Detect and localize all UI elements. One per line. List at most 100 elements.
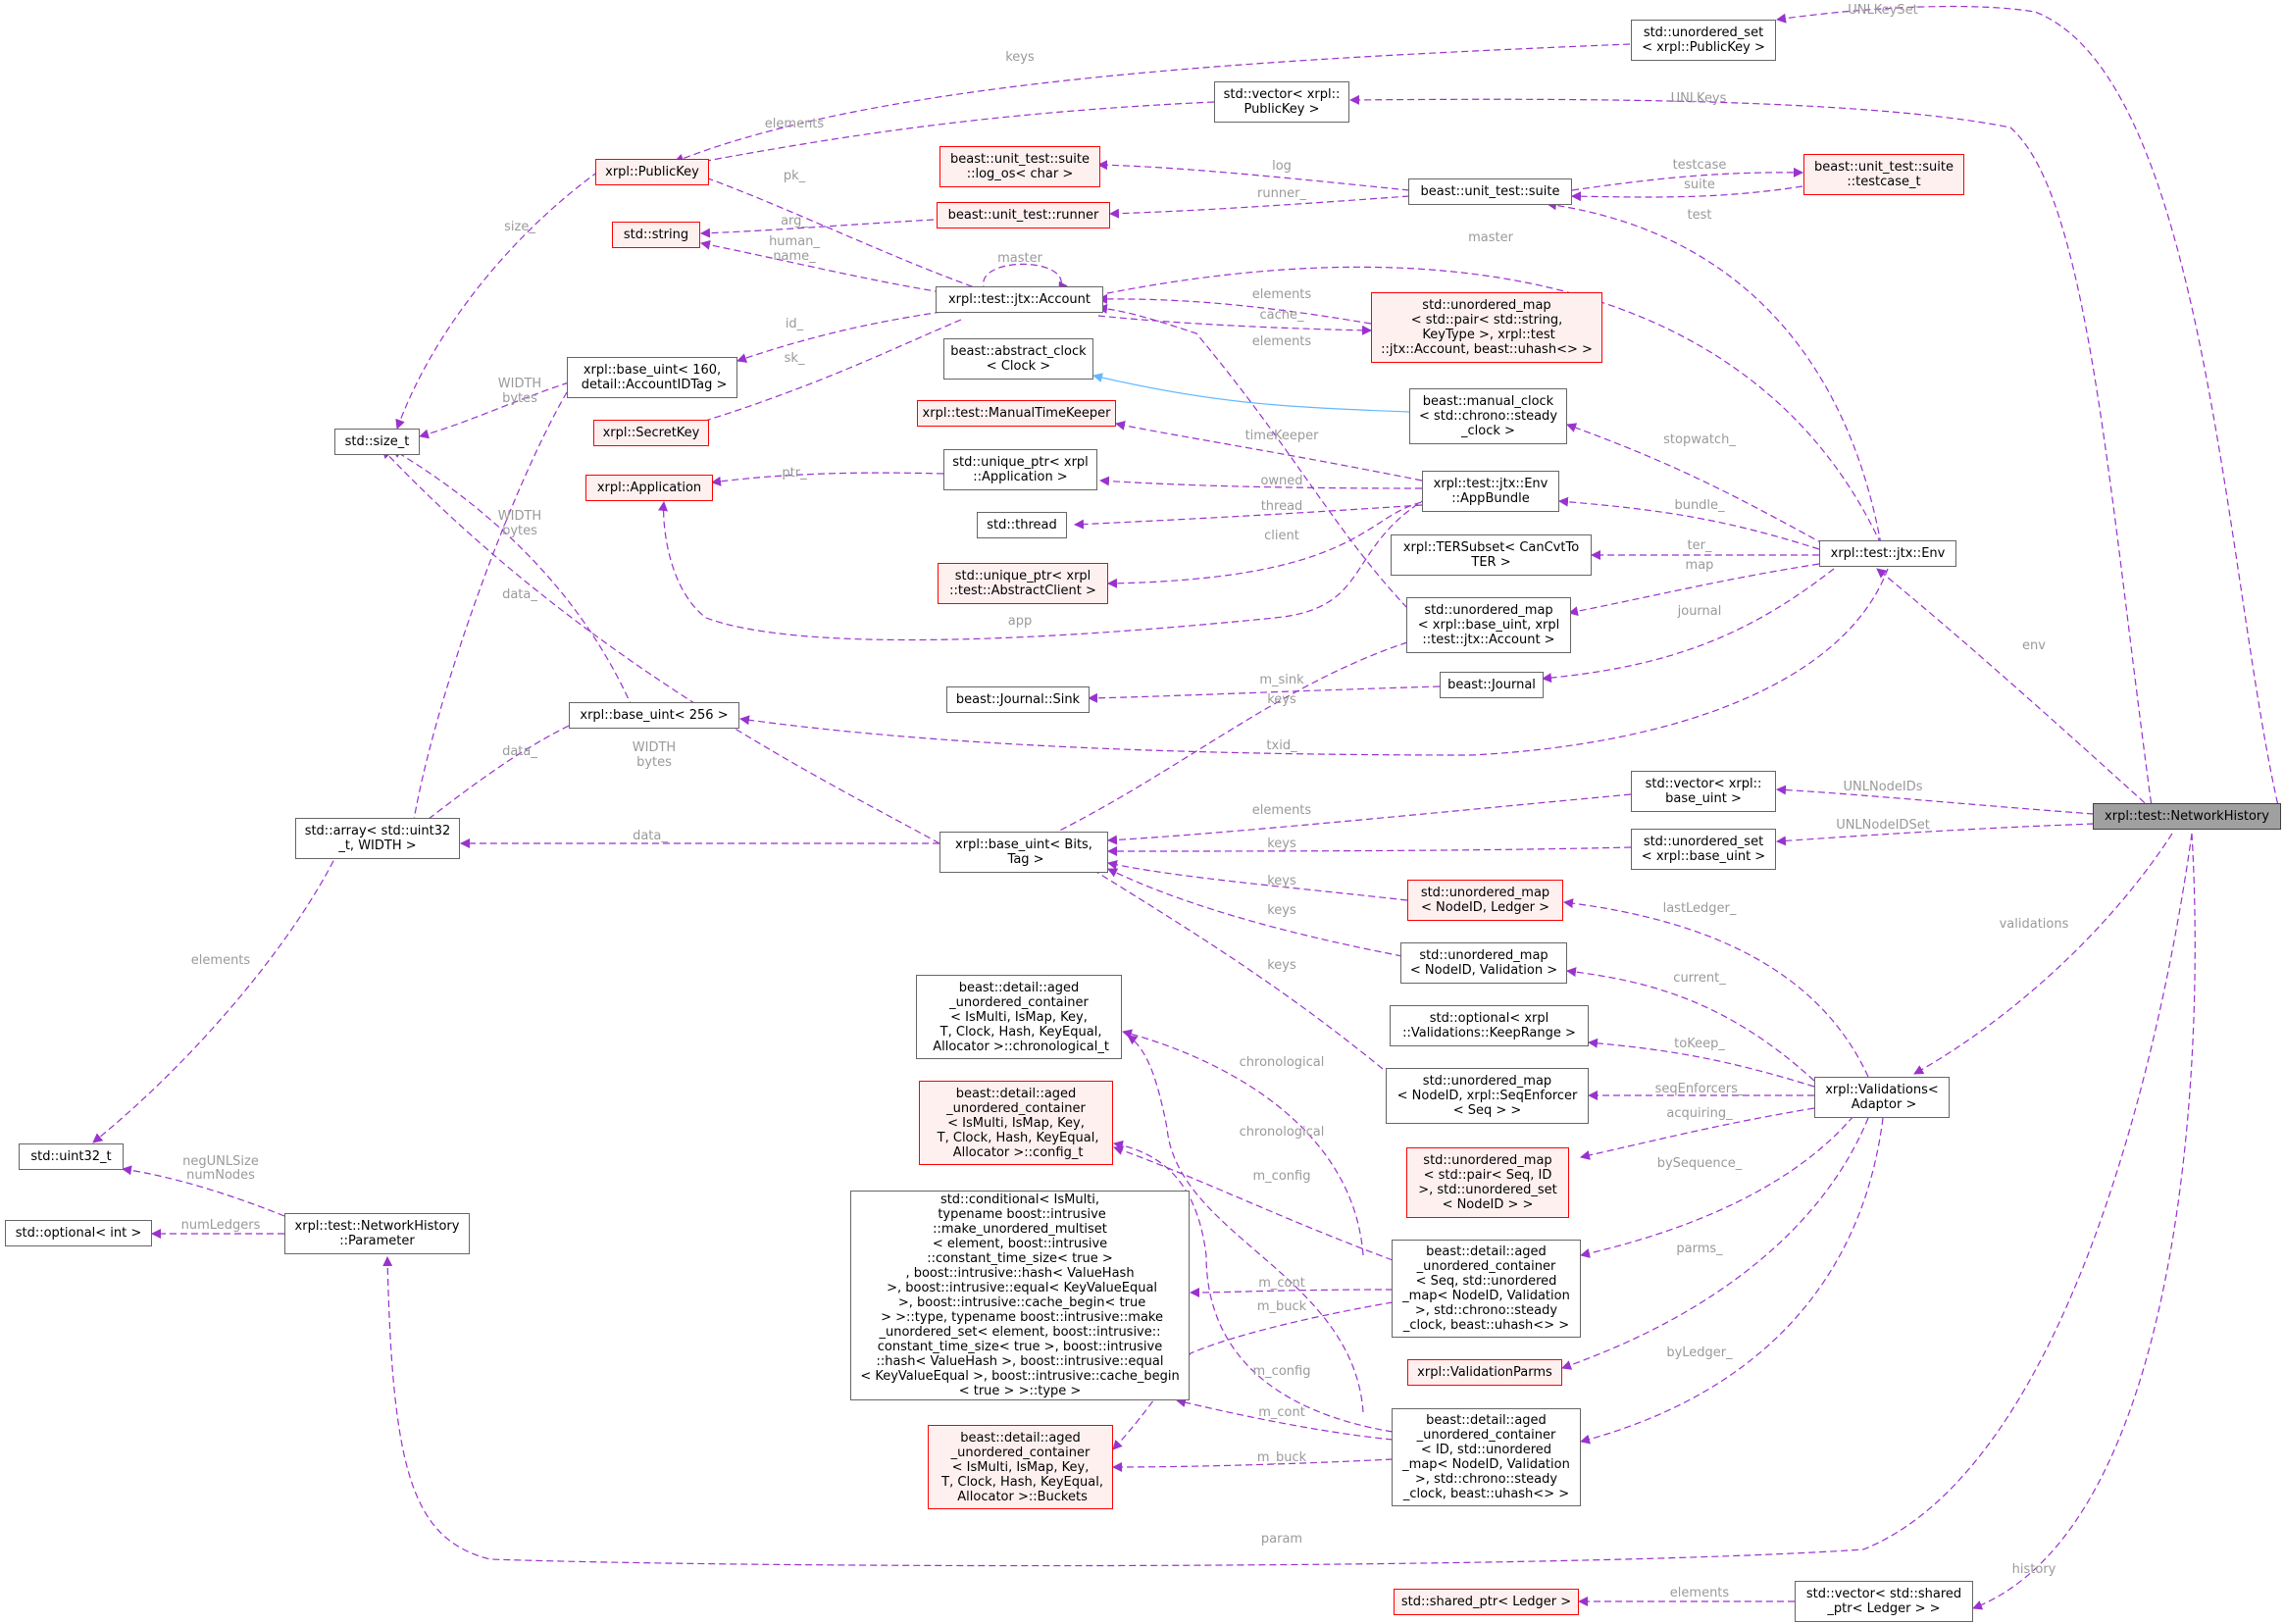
label-testcase: testcase <box>1673 158 1727 173</box>
node-journal-sink[interactable]: beast::Journal::Sink <box>946 686 1090 713</box>
node-validationparms[interactable]: xrpl::ValidationParms <box>1407 1359 1562 1386</box>
node-env[interactable]: xrpl::test::jtx::Env <box>1819 540 1956 567</box>
edge-data-160 <box>408 391 568 833</box>
node-optional-int[interactable]: std::optional< int > <box>5 1220 152 1246</box>
node-aged-buckets[interactable]: beast::detail::aged _unordered_container… <box>928 1425 1113 1509</box>
edge-size <box>395 171 599 430</box>
node-validations[interactable]: xrpl::Validations< Adaptor > <box>1814 1077 1950 1118</box>
node-base-uint-160[interactable]: xrpl::base_uint< 160, detail::AccountIDT… <box>567 357 737 398</box>
edge-txid <box>739 568 1889 756</box>
edge-pk <box>674 165 984 291</box>
edge-thread <box>1074 504 1423 530</box>
node-umap-base-uint-account[interactable]: std::unordered_map < xrpl::base_uint, xr… <box>1406 597 1571 653</box>
label-pk: pk_ <box>784 169 806 183</box>
label-env: env <box>2022 638 2046 653</box>
label-keys-publickey: keys <box>1005 50 1035 65</box>
edge-test <box>1547 200 1882 545</box>
node-base-uint-bits[interactable]: xrpl::base_uint< Bits, Tag > <box>939 832 1108 873</box>
label-bysequence: bySequence_ <box>1657 1156 1743 1171</box>
node-unlkeyset-type[interactable]: std::unordered_set < xrpl::PublicKey > <box>1631 20 1776 61</box>
node-uset-base-uint[interactable]: std::unordered_set < xrpl::base_uint > <box>1631 829 1776 870</box>
edge-inherits-manual-clock <box>1092 373 1410 413</box>
label-lastledger: lastLedger_ <box>1663 901 1737 916</box>
edge-id <box>736 311 942 363</box>
node-aged-id[interactable]: beast::detail::aged _unordered_container… <box>1392 1408 1581 1506</box>
edge-elements-uba <box>1097 303 1408 609</box>
node-umap-account-cache[interactable]: std::unordered_map < std::pair< std::str… <box>1371 292 1602 363</box>
label-data-160: data_ <box>502 587 537 602</box>
node-vector-base-uint[interactable]: std::vector< xrpl:: base_uint > <box>1631 771 1776 812</box>
node-array-uint32[interactable]: std::array< std::uint32 _t, WIDTH > <box>295 818 460 859</box>
node-unique-ptr-client[interactable]: std::unique_ptr< xrpl ::test::AbstractCl… <box>938 563 1108 604</box>
edge-suite-back <box>1571 185 1803 202</box>
node-aged-chronological[interactable]: beast::detail::aged _unordered_container… <box>916 975 1122 1059</box>
edge-unlnodeidset <box>1776 823 2095 846</box>
node-application[interactable]: xrpl::Application <box>585 475 713 501</box>
label-tokeep: toKeep_ <box>1674 1037 1725 1051</box>
node-uint32[interactable]: std::uint32_t <box>19 1143 124 1170</box>
label-keys-usbu: keys <box>1267 837 1296 851</box>
edge-param <box>382 833 2193 1567</box>
edge-elements-account <box>1097 293 1372 325</box>
node-umap-nodeid-validation[interactable]: std::unordered_map < NodeID, Validation … <box>1400 942 1567 984</box>
edge-log <box>1097 160 1410 191</box>
edge-m-config-1 <box>1113 1145 1394 1261</box>
node-nh-parameter[interactable]: xrpl::test::NetworkHistory ::Parameter <box>284 1213 470 1254</box>
node-vector-shared-ptr[interactable]: std::vector< std::shared _ptr< Ledger > … <box>1795 1581 1973 1622</box>
edge-stopwatch <box>1566 423 1825 545</box>
label-width-bytes-bits-1: WIDTH <box>633 740 676 755</box>
node-secretkey[interactable]: xrpl::SecretKey <box>593 420 709 446</box>
edge-chronological-2 <box>1127 1035 1364 1413</box>
node-size-t[interactable]: std::size_t <box>334 429 420 455</box>
label-unlnodeids: UNLNodeIDs <box>1843 780 1922 794</box>
edge-bundle <box>1558 496 1820 550</box>
edge-chronological-1 <box>1122 1029 1364 1256</box>
node-journal[interactable]: beast::Journal <box>1440 672 1544 698</box>
node-appbundle[interactable]: xrpl::test::jtx::Env ::AppBundle <box>1422 471 1559 512</box>
node-log-os[interactable]: beast::unit_test::suite ::log_os< char > <box>939 146 1100 187</box>
edge-m-config-2 <box>1113 1140 1394 1433</box>
label-human-name-2: name_ <box>773 249 816 264</box>
node-runner[interactable]: beast::unit_test::runner <box>937 202 1110 228</box>
node-publickey[interactable]: xrpl::PublicKey <box>595 159 709 185</box>
node-conditional[interactable]: std::conditional< IsMulti, typename boos… <box>850 1191 1190 1400</box>
label-keys-validation: keys <box>1267 903 1296 918</box>
node-base-uint-256[interactable]: xrpl::base_uint< 256 > <box>569 702 739 729</box>
node-testcase-t[interactable]: beast::unit_test::suite ::testcase_t <box>1803 154 1964 195</box>
node-umap-pair-seq[interactable]: std::unordered_map < std::pair< Seq, ID … <box>1406 1147 1569 1218</box>
node-manualtimekeeper[interactable]: xrpl::test::ManualTimeKeeper <box>917 400 1116 427</box>
edge-client <box>1107 499 1433 588</box>
edge-master-self <box>983 263 1068 293</box>
label-validations: validations <box>2000 917 2069 932</box>
node-shared-ptr-ledger[interactable]: std::shared_ptr< Ledger > <box>1394 1589 1579 1615</box>
label-unlnodeidset: UNLNodeIDSet <box>1836 818 1930 833</box>
label-m-config-1: m_config <box>1253 1169 1311 1184</box>
node-vector-publickey[interactable]: std::vector< xrpl:: PublicKey > <box>1214 81 1349 123</box>
label-byledger: byLedger_ <box>1666 1345 1733 1360</box>
edge-keys-validation <box>1107 868 1403 957</box>
node-manual-clock[interactable]: beast::manual_clock < std::chrono::stead… <box>1409 388 1567 444</box>
label-width-bytes-160-1: WIDTH <box>498 377 541 391</box>
node-tersubset[interactable]: xrpl::TERSubset< CanCvtTo TER > <box>1391 534 1592 576</box>
node-suite[interactable]: beast::unit_test::suite <box>1408 178 1572 205</box>
label-timekeeper: timeKeeper <box>1245 429 1319 443</box>
edge-unlkeys <box>1349 94 2154 815</box>
label-m-sink: m_sink <box>1259 673 1304 687</box>
node-umap-nodeid-ledger[interactable]: std::unordered_map < NodeID, Ledger > <box>1407 880 1563 921</box>
node-umap-seqenforcer[interactable]: std::unordered_map < NodeID, xrpl::SeqEn… <box>1386 1068 1589 1124</box>
node-abstract-clock[interactable]: beast::abstract_clock < Clock > <box>943 338 1093 380</box>
label-master-env: master <box>1468 230 1513 245</box>
label-m-cont-2: m_cont <box>1258 1405 1305 1420</box>
edge-human-name <box>700 239 942 293</box>
node-unique-ptr-app[interactable]: std::unique_ptr< xrpl ::Application > <box>943 449 1097 490</box>
node-aged-config[interactable]: beast::detail::aged _unordered_container… <box>919 1081 1113 1165</box>
node-aged-seq[interactable]: beast::detail::aged _unordered_container… <box>1392 1240 1581 1338</box>
node-std-thread[interactable]: std::thread <box>977 512 1067 538</box>
node-account[interactable]: xrpl::test::jtx::Account <box>936 286 1103 313</box>
edge-bysequence <box>1580 1115 1854 1258</box>
edge-acquiring <box>1580 1107 1815 1160</box>
node-network-history[interactable]: xrpl::test::NetworkHistory <box>2093 803 2281 830</box>
node-std-string[interactable]: std::string <box>612 222 700 248</box>
edge-elements-publickey <box>674 101 1215 171</box>
node-optional-keeprange[interactable]: std::optional< xrpl ::Validations::KeepR… <box>1390 1005 1589 1046</box>
